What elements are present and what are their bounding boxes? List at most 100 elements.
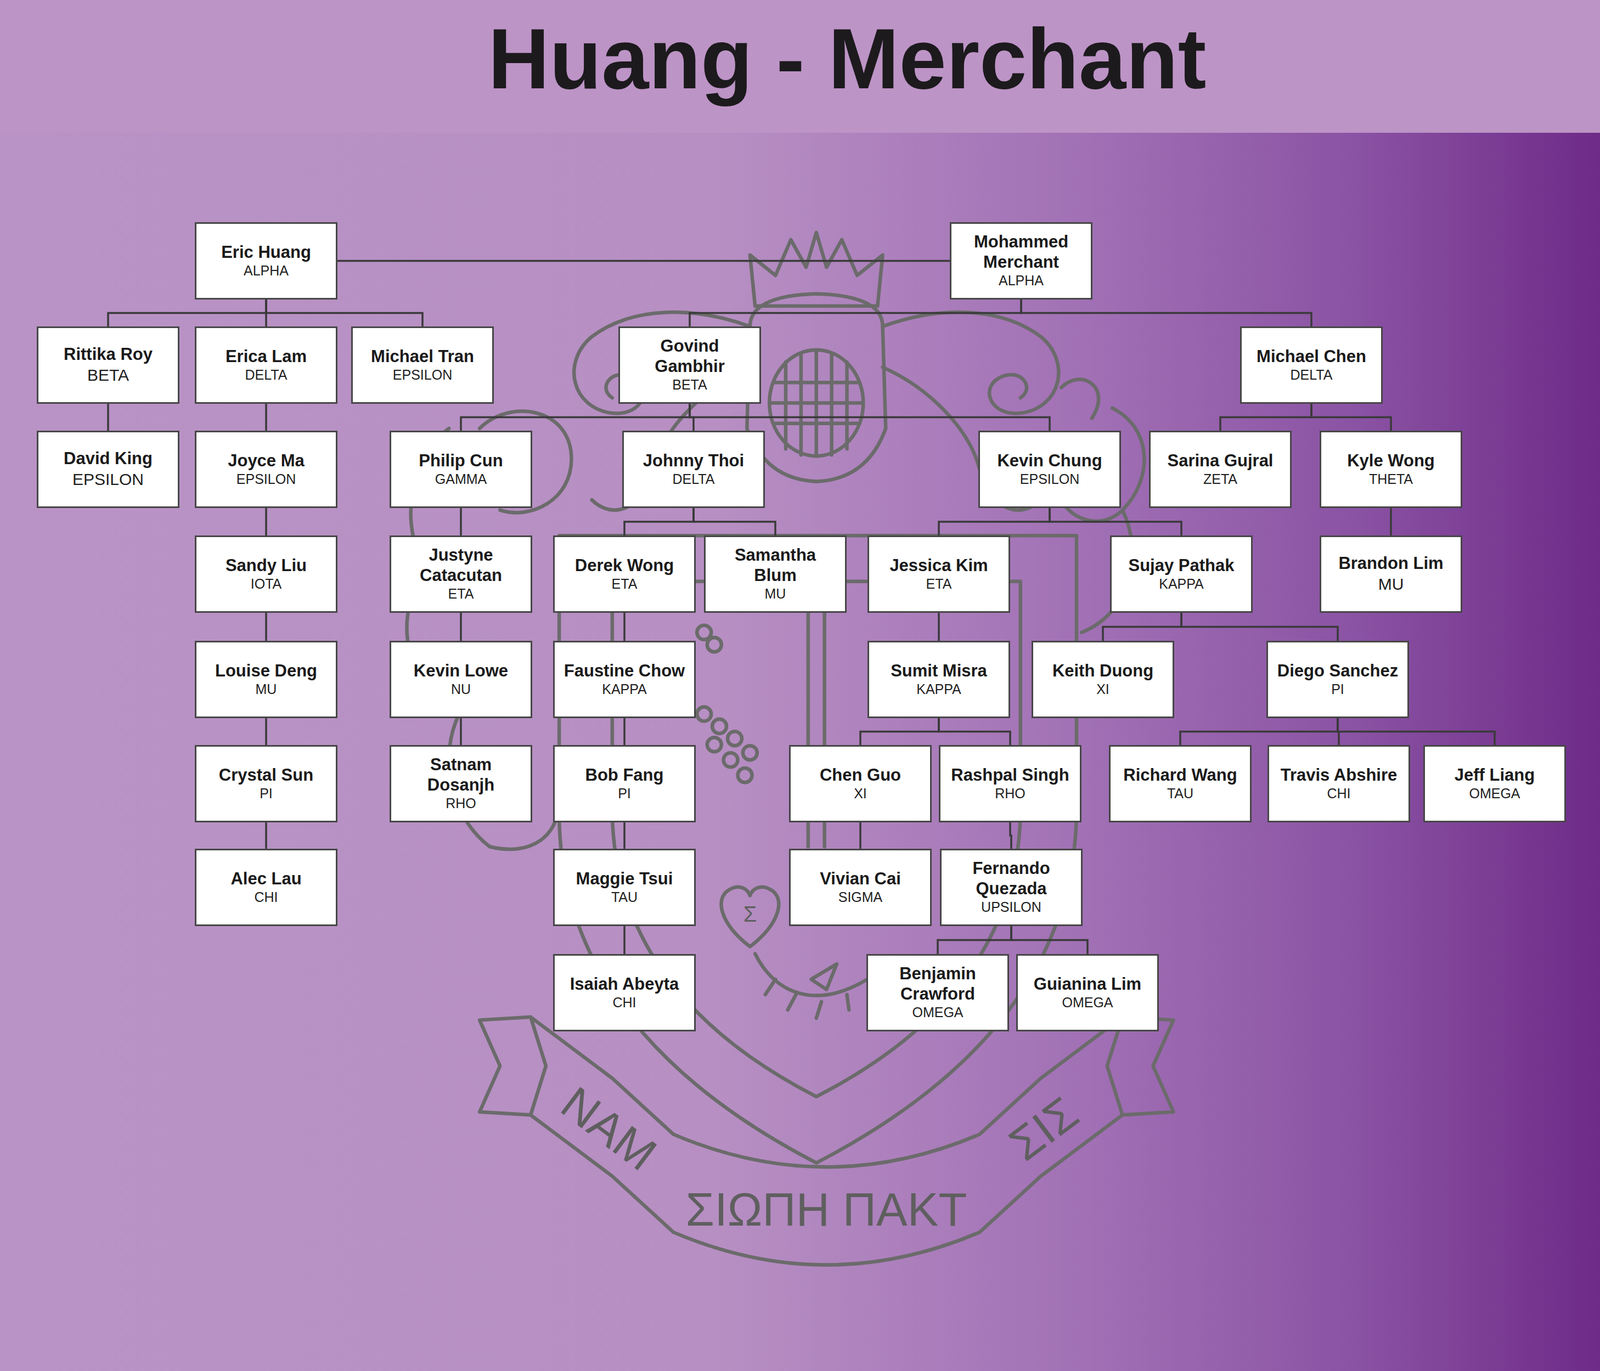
lineage-line bbox=[1389, 508, 1393, 536]
chapter-name: DELTA bbox=[672, 470, 715, 488]
member-name: Rashpal Singh bbox=[950, 765, 1069, 786]
member-box: Richard WangTAU bbox=[1108, 745, 1252, 823]
lineage-line bbox=[937, 926, 1012, 955]
member-name: Maggie Tsui bbox=[576, 869, 674, 890]
member-name: Diego Sanchez bbox=[1277, 661, 1399, 682]
lineage-line bbox=[106, 403, 110, 431]
grape bbox=[737, 768, 753, 783]
member-name: Derek Wong bbox=[575, 555, 674, 577]
member-box: Jessica KimETA bbox=[867, 535, 1011, 613]
member-name: Kevin Lowe bbox=[413, 661, 509, 682]
lineage-line bbox=[624, 508, 694, 536]
member-box: Keith DuongXI bbox=[1031, 640, 1175, 719]
chapter-name: TAU bbox=[611, 888, 638, 906]
lineage-line bbox=[459, 508, 463, 536]
lineage-line bbox=[938, 718, 1011, 746]
grape bbox=[707, 737, 722, 752]
lineage-line bbox=[1220, 403, 1312, 431]
member-box: Vivian CaiSIGMA bbox=[789, 848, 932, 927]
member-box: Maggie TsuiTAU bbox=[553, 848, 696, 927]
member-box: David KingEPSILON bbox=[36, 430, 180, 509]
chapter-name: XI bbox=[853, 785, 867, 803]
member-name: Justyne Catacutan bbox=[396, 545, 526, 586]
member-box: Michael ChenDELTA bbox=[1240, 326, 1383, 404]
motto-text: ΝΑΜ bbox=[553, 1078, 665, 1179]
lineage-line bbox=[937, 612, 940, 641]
chapter-name: TAU bbox=[1167, 785, 1194, 803]
member-box: Kevin LoweNU bbox=[389, 640, 533, 719]
lineage-line bbox=[689, 299, 1022, 327]
member-name: Sarina Gujral bbox=[1167, 451, 1274, 472]
member-name: Eric Huang bbox=[221, 242, 312, 263]
lineage-line bbox=[460, 403, 690, 431]
lineage-line bbox=[1311, 403, 1391, 431]
member-name: Erica Lam bbox=[225, 346, 307, 368]
chapter-name: EPSILON bbox=[236, 470, 296, 488]
chapter-name: MU bbox=[764, 585, 787, 603]
member-name: Michael Tran bbox=[370, 346, 475, 368]
lineage-line bbox=[860, 718, 939, 746]
chapter-name: RHO bbox=[994, 785, 1026, 803]
member-box: Sujay PathakKAPPA bbox=[1110, 535, 1253, 613]
member-box: Diego SanchezPI bbox=[1266, 640, 1410, 719]
member-name: Travis Abshire bbox=[1280, 765, 1398, 786]
chapter-name: XI bbox=[1096, 680, 1110, 698]
member-name: Sujay Pathak bbox=[1128, 555, 1235, 577]
member-name: Keith Duong bbox=[1052, 661, 1154, 682]
member-box: Johnny ThoiDELTA bbox=[622, 430, 765, 509]
lineage-line bbox=[459, 612, 463, 641]
chapter-name: THETA bbox=[1368, 470, 1413, 488]
chapter-name: NU bbox=[451, 680, 471, 698]
member-name: Samantha Blum bbox=[711, 545, 840, 586]
grape-cluster bbox=[696, 625, 758, 783]
member-box: Rashpal SinghRHO bbox=[938, 745, 1082, 823]
member-box: Alec LauCHI bbox=[194, 848, 338, 927]
motto-text: ΣΙΣ bbox=[1001, 1088, 1086, 1169]
chapter-name: UPSILON bbox=[981, 898, 1042, 916]
grape bbox=[742, 745, 758, 760]
member-box: Rittika RoyBETA bbox=[36, 326, 180, 404]
member-name: Johnny Thoi bbox=[643, 451, 745, 472]
grape bbox=[712, 719, 727, 734]
helmet-visor bbox=[769, 350, 864, 456]
member-box: Kyle WongTHETA bbox=[1319, 430, 1463, 509]
chapter-name: ZETA bbox=[1203, 470, 1238, 488]
lineage-line bbox=[1021, 299, 1312, 327]
lineage-line bbox=[693, 508, 776, 536]
member-box: Isaiah AbeytaCHI bbox=[553, 954, 696, 1032]
lineage-line bbox=[1180, 718, 1338, 746]
member-box: Louise DengMU bbox=[194, 640, 338, 719]
chapter-name: ETA bbox=[926, 575, 952, 593]
member-name: Jeff Liang bbox=[1454, 765, 1535, 786]
member-name: David King bbox=[63, 448, 153, 470]
member-name: Richard Wang bbox=[1123, 765, 1237, 786]
chapter-name: OMEGA bbox=[1468, 785, 1520, 803]
lineage-line bbox=[265, 612, 268, 641]
chapter-name: GAMMA bbox=[435, 470, 487, 488]
chapter-name: PI bbox=[259, 785, 273, 803]
heart-letter: Σ bbox=[743, 903, 758, 926]
lineage-line bbox=[938, 508, 1050, 536]
lineage-line bbox=[265, 403, 268, 431]
member-name: Crystal Sun bbox=[218, 765, 314, 786]
chapter-name: DELTA bbox=[1290, 366, 1333, 384]
member-box: Satnam DosanjhRHO bbox=[389, 745, 533, 823]
lineage-line bbox=[623, 926, 626, 955]
member-box: Erica LamDELTA bbox=[194, 326, 338, 404]
member-name: Bob Fang bbox=[585, 765, 664, 786]
member-name: Guianina Lim bbox=[1033, 974, 1142, 995]
member-box: Eric HuangALPHA bbox=[194, 222, 338, 300]
lineage-line bbox=[1337, 718, 1495, 746]
chapter-name: MU bbox=[255, 680, 278, 698]
member-name: Vivian Cai bbox=[819, 869, 901, 890]
chapter-name: CHI bbox=[1326, 785, 1351, 803]
member-name: Kyle Wong bbox=[1347, 451, 1435, 472]
lineage-line bbox=[1049, 508, 1182, 536]
chapter-name: EPSILON bbox=[1020, 470, 1080, 488]
grape bbox=[727, 731, 742, 746]
member-name: Alec Lau bbox=[230, 869, 302, 890]
member-box: Samantha BlumMU bbox=[703, 535, 847, 613]
member-box: Sandy LiuIOTA bbox=[194, 535, 338, 613]
member-box: Crystal SunPI bbox=[194, 745, 338, 823]
